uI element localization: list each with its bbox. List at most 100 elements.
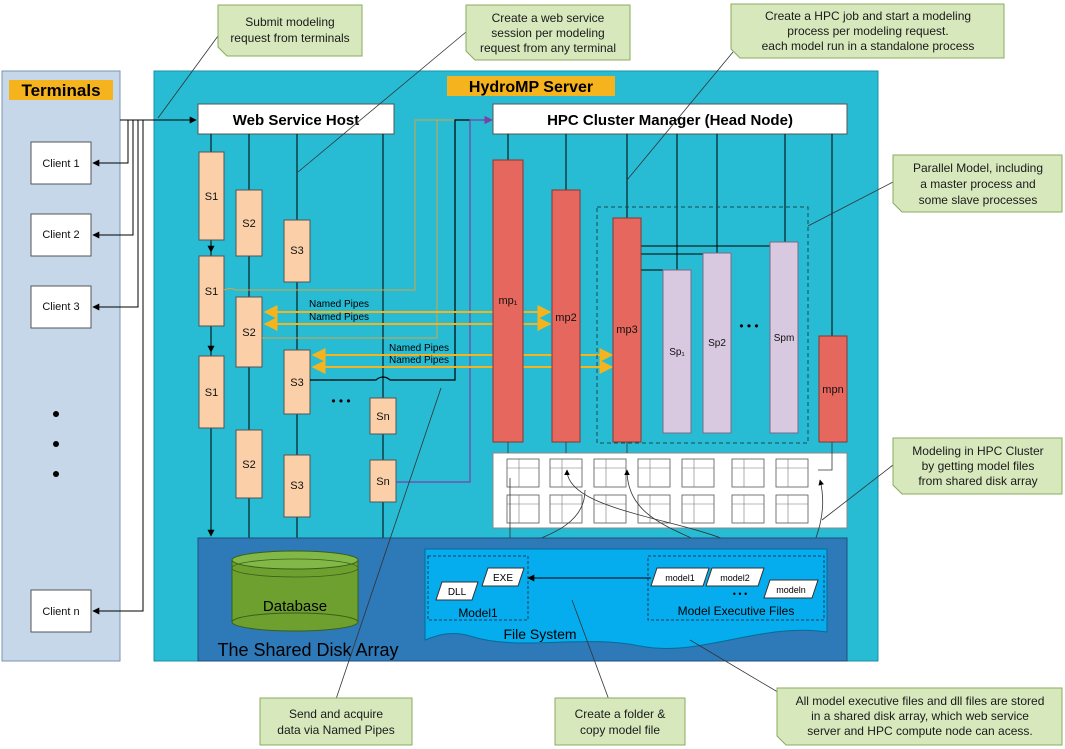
callout-session-line: session per modeling [491, 26, 604, 40]
session-s1[interactable]: S1 [198, 151, 225, 241]
session-s3-label: S3 [290, 245, 303, 257]
model-file[interactable]: model2 [705, 567, 765, 587]
master-process-mp3[interactable]: mp3 [612, 217, 642, 443]
session-sn[interactable]: Sn [369, 397, 397, 435]
callout-hpc-job-line: process per modeling request. [787, 24, 948, 38]
client-2-box[interactable]: Client 2 [30, 213, 92, 257]
session-s2[interactable]: S2 [235, 189, 263, 257]
client-n-label: Client n [42, 606, 79, 618]
database-label: Database [263, 598, 327, 615]
session-s3[interactable]: S3 [283, 219, 311, 283]
hpc-timelines [507, 134, 833, 336]
session-boxes: S1 S1 S1 S2 S2 S2 S3 S3 [198, 151, 397, 518]
callout-cluster-line: Modeling in HPC Cluster [912, 444, 1043, 458]
compute-node-cell [506, 458, 540, 488]
callout-parallel-line: Parallel Model, including [913, 161, 1043, 175]
session-s3[interactable]: S3 [283, 454, 311, 518]
model-file-label: model2 [720, 573, 750, 583]
slave-ellipsis: • • • [739, 319, 758, 333]
client-3-box[interactable]: Client 3 [30, 285, 92, 329]
session-s2-label: S2 [242, 459, 255, 471]
master-process-mp1[interactable]: mp₁ [492, 159, 524, 443]
terminals-panel: Terminals Client 1 Client 2 Client 3 Cli… [1, 70, 121, 662]
session-s1[interactable]: S1 [198, 355, 225, 429]
client-1-box[interactable]: Client 1 [30, 141, 92, 185]
slave-process-sp1[interactable]: Sp₁ [662, 269, 692, 434]
client-3-label: Client 3 [42, 301, 79, 313]
exe-label: EXE [493, 573, 513, 584]
model1-label: Model1 [458, 606, 498, 620]
client-n-box[interactable]: Client n [30, 589, 92, 633]
file-system[interactable]: File System [424, 548, 828, 649]
master-process-mp2[interactable]: mp2 [551, 189, 581, 443]
callout-submit-line: Submit modeling [245, 15, 334, 29]
callout-cluster-line: from shared disk array [918, 474, 1037, 488]
web-service-host[interactable]: Web Service Host [197, 103, 395, 135]
callout-hpc-job-line: Create a HPC job and start a modeling [765, 9, 971, 23]
model1-folder[interactable]: Model1 DLL EXE [427, 555, 529, 621]
callout-hpc-job-line: each model run in a standalone process [762, 39, 975, 53]
session-sn[interactable]: Sn [369, 459, 397, 503]
model-file[interactable]: model1 [650, 567, 710, 587]
hpc-cluster-manager[interactable]: HPC Cluster Manager (Head Node) [492, 103, 848, 135]
master-process-mpn[interactable]: mpn [818, 335, 848, 443]
client-connections [92, 116, 197, 615]
session-sn-label: Sn [376, 476, 389, 488]
callout-pipes-line: Send and acquire [289, 707, 383, 721]
session-s2-label: S2 [242, 218, 255, 230]
session-s2[interactable]: S2 [235, 429, 263, 499]
session-s3[interactable]: S3 [283, 349, 311, 415]
compute-node-cell [731, 458, 765, 488]
callout-session: Create a web service session per modelin… [465, 4, 631, 61]
callout-submit-line: request from terminals [230, 31, 349, 45]
slave-process-spm[interactable]: Spm [769, 241, 799, 434]
exe-file[interactable]: EXE [481, 567, 525, 587]
model-file-label: modeln [776, 585, 806, 595]
slave-process-sp2[interactable]: Sp2 [702, 252, 732, 434]
session-s1[interactable]: S1 [198, 255, 225, 327]
spm-label: Spm [774, 333, 795, 344]
parallel-model-group [596, 206, 809, 444]
callout-session-line: request from any terminal [480, 41, 616, 55]
model-executive-files-label: Model Executive Files [678, 604, 795, 618]
callout-parallel-line: a master process and [920, 177, 1035, 191]
callout-parallel-line: some slave processes [919, 193, 1038, 207]
sp1-label: Sp₁ [669, 347, 685, 358]
compute-node-cell [681, 458, 715, 488]
compute-node-cell [637, 458, 671, 488]
model-file[interactable]: modeln [763, 579, 819, 599]
web-service-host-label: Web Service Host [233, 112, 359, 129]
host-to-hpc-links [223, 115, 493, 483]
compute-node-cell [549, 458, 583, 488]
session-ellipsis: • • • [331, 394, 350, 408]
compute-node-cell [593, 494, 627, 524]
session-s2[interactable]: S2 [235, 296, 263, 368]
client-2-label: Client 2 [42, 229, 79, 241]
ellipsis-dot [53, 411, 59, 417]
session-sn-label: Sn [376, 411, 389, 423]
callout-pipes-line: data via Named Pipes [277, 723, 394, 737]
callout-session-line: Create a web service [492, 11, 605, 25]
terminals-title: Terminals [21, 81, 100, 100]
session-s3-label: S3 [290, 377, 303, 389]
dll-file[interactable]: DLL [435, 581, 479, 601]
callout-cluster-line: by getting model files [922, 459, 1035, 473]
callout-folder-line: Create a folder & [575, 707, 666, 721]
client-1-label: Client 1 [42, 158, 79, 170]
ellipsis-dot [53, 441, 59, 447]
compute-node-cell [775, 494, 809, 524]
database[interactable]: Database [231, 550, 359, 632]
model-executive-files[interactable]: Model Executive Files model1 model2 • • … [647, 555, 825, 621]
model-files-ellipsis: • • • [733, 589, 747, 599]
hpc-manager-label: HPC Cluster Manager (Head Node) [547, 112, 793, 129]
processes: mp₁ mp2 mp3 Sp₁ Sp2 • • • Spm mpn [492, 159, 848, 443]
named-pipes-label: Named Pipes [389, 355, 449, 366]
callout-cluster: Modeling in HPC Cluster by getting model… [892, 437, 1063, 495]
compute-node-cell [731, 494, 765, 524]
callout-stored-line: in a shared disk array, which web servic… [811, 709, 1029, 723]
session-s1-label: S1 [205, 286, 218, 298]
callout-folder: Create a folder & copy model file [554, 697, 686, 746]
session-s2-label: S2 [242, 327, 255, 339]
mp1-label: mp₁ [499, 295, 518, 307]
